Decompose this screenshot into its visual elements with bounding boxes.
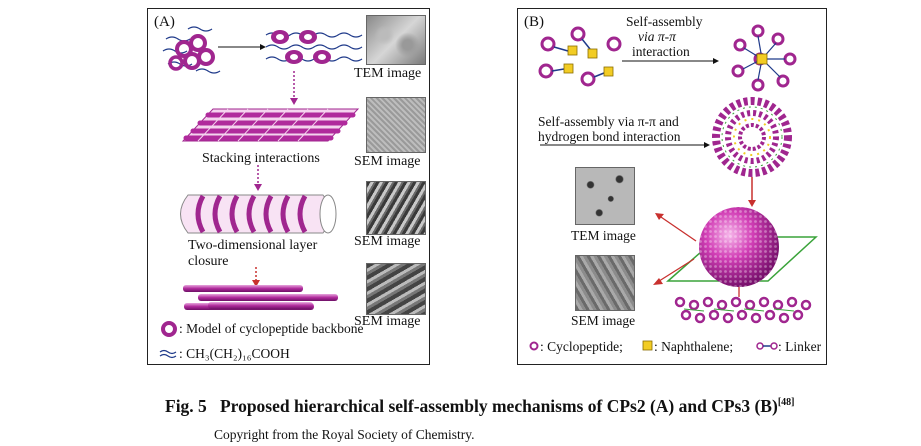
cyclopeptide-legend-icon <box>529 341 539 351</box>
panel-a: (A) <box>147 8 430 365</box>
sem-micrograph-3 <box>366 263 426 315</box>
nanosphere <box>666 207 818 287</box>
assembly-2-line1: Self-assembly via π-π and <box>538 114 679 129</box>
image-label-3: SEM image <box>354 234 421 249</box>
stacking-label: Stacking interactions <box>202 151 320 166</box>
tem-micrograph-b <box>575 167 635 225</box>
figure-number: Fig. 5 <box>165 396 207 416</box>
panel-b-schematic <box>529 24 818 351</box>
stacked-rings <box>265 30 363 64</box>
figure-title: Proposed hierarchical self-assembly mech… <box>219 396 778 416</box>
panel-b: (B) <box>517 8 827 365</box>
assembly-2-line2: hydrogen bond interaction <box>538 129 681 144</box>
cyclopeptide-cluster <box>162 26 221 74</box>
star-assembly <box>731 24 797 92</box>
copyright-line: Copyright from the Royal Society of Chem… <box>214 427 475 442</box>
ring-legend-icon <box>161 321 177 337</box>
assembly-1-line2: via π-π <box>638 29 676 44</box>
rod-bundle <box>183 285 338 310</box>
sem-micrograph-1 <box>366 97 426 153</box>
legend-ring-text: : Model of cyclopeptide backbone <box>179 321 364 336</box>
naphthalene-legend-icon <box>642 340 653 351</box>
nanotube <box>180 194 337 234</box>
image-label-4: SEM image <box>354 314 421 329</box>
linker-legend-icon <box>756 342 778 350</box>
panel-b-label: (B) <box>524 14 544 30</box>
panel-a-label: (A) <box>154 14 175 30</box>
assembly-1-line1: Self-assembly <box>626 14 703 29</box>
reference-number: [48] <box>777 397 795 409</box>
closure-label-line2: closure <box>188 254 229 269</box>
image-label-1: TEM image <box>354 66 422 81</box>
image-label-2: SEM image <box>354 154 421 169</box>
legend-cyclopeptide-text: : Cyclopeptide; <box>540 339 623 354</box>
legend-chain-text: : CH₃(CH₂)₁₆COOH <box>179 346 290 361</box>
closure-label-line1: Two-dimensional layer <box>188 238 318 253</box>
vesicle-assembly <box>712 97 792 177</box>
bilayer-lattice <box>674 296 812 324</box>
sem-micrograph-b <box>575 255 635 311</box>
sem-label-b: SEM image <box>571 313 636 328</box>
legend-linker-text: : Linker <box>778 339 822 354</box>
cyclopeptide-monomers <box>538 26 622 87</box>
panel-a-schematic <box>159 26 363 359</box>
tem-label-b: TEM image <box>571 228 636 243</box>
chain-legend-icon <box>159 349 177 359</box>
tem-micrograph <box>366 15 426 65</box>
sem-micrograph-2 <box>366 181 426 235</box>
stacked-sheet <box>181 108 360 142</box>
lattice-linkers <box>683 308 795 312</box>
figure-caption: Fig. 5 Proposed hierarchical self-assemb… <box>165 396 794 417</box>
legend-naphthalene-text: : Naphthalene; <box>654 339 734 354</box>
assembly-1-line3: interaction <box>632 44 690 59</box>
